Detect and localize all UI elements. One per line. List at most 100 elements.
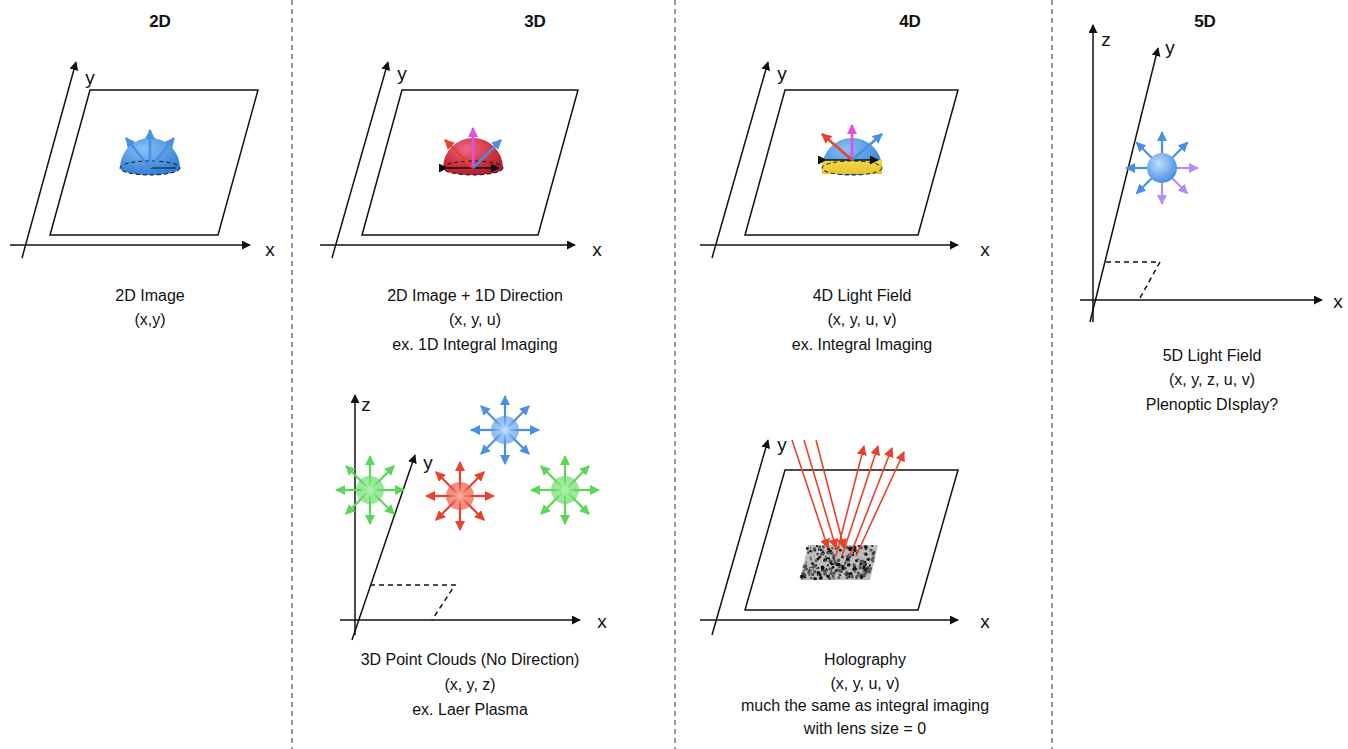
speckle-dot xyxy=(823,572,827,576)
speckle-dot xyxy=(803,570,805,572)
speckle-dot xyxy=(839,549,842,552)
axes xyxy=(1080,25,1322,322)
speckle-dot xyxy=(853,566,856,569)
column-heading: 3D xyxy=(524,12,546,32)
speckle-dot xyxy=(864,545,868,549)
speckle-dot xyxy=(869,565,871,567)
caption-text: 5D Light Field xyxy=(1163,347,1262,365)
caption-text: ex. 1D Integral Imaging xyxy=(392,336,557,354)
speckle-dot xyxy=(844,573,845,574)
speckle-dot xyxy=(832,566,835,569)
caption-text: with lens size = 0 xyxy=(804,720,926,738)
axis-label: x xyxy=(265,239,275,261)
axis-label: y xyxy=(777,434,787,456)
speckle-dot xyxy=(823,560,825,562)
caption-text: much the same as integral imaging xyxy=(741,697,989,715)
speckle-dot xyxy=(867,566,868,567)
speckle-dot xyxy=(813,548,815,550)
speckle-dot xyxy=(809,567,811,569)
speckle-dot xyxy=(806,547,809,550)
speckle-dot xyxy=(862,571,863,572)
speckle-dot xyxy=(862,568,864,570)
speckle-dot xyxy=(821,549,823,551)
speckle-dot xyxy=(855,559,858,562)
caption-text: (x, y, u, v) xyxy=(827,311,896,329)
speckle-dot xyxy=(808,552,810,554)
speckle-dot xyxy=(837,559,841,563)
speckle-dot xyxy=(846,546,847,547)
speckle-dot xyxy=(817,572,819,574)
speckle-dot xyxy=(816,545,818,547)
speckle-dot xyxy=(860,563,862,565)
speckle-dot xyxy=(847,565,848,566)
speckle-dot xyxy=(814,564,817,567)
speckle-dot xyxy=(840,570,843,573)
speckle-dot xyxy=(833,560,836,563)
speckle-dot xyxy=(864,545,867,548)
light-point xyxy=(1126,132,1198,204)
speckle-dot xyxy=(857,575,859,577)
axes xyxy=(10,62,258,258)
hemisphere xyxy=(443,128,503,175)
speckle-dot xyxy=(845,567,847,569)
speckle-dot xyxy=(857,558,859,560)
speckle-dot xyxy=(813,570,816,573)
speckle-dot xyxy=(864,553,867,556)
speckle-dot xyxy=(863,552,865,554)
speckle-dot xyxy=(832,554,835,557)
speckle-dot xyxy=(835,548,836,549)
speckle-dot xyxy=(832,557,835,560)
speckle-dot xyxy=(846,576,849,579)
column-heading: 5D xyxy=(1194,12,1216,32)
speckle-dot xyxy=(833,577,835,579)
speckle-dot xyxy=(818,549,820,551)
speckle-dot xyxy=(867,558,870,561)
caption-text: Holography xyxy=(824,651,906,669)
speckle-dot xyxy=(827,564,829,566)
speckle-dot xyxy=(813,547,816,550)
speckle-dot xyxy=(853,552,855,554)
speckle-dot xyxy=(846,557,849,560)
speckle-dot xyxy=(826,575,828,577)
light-point xyxy=(446,482,474,510)
speckle-dot xyxy=(826,557,828,559)
speckle-dot xyxy=(801,572,805,576)
speckle-dot xyxy=(869,564,871,566)
speckle-dot xyxy=(800,575,804,579)
speckle-dot xyxy=(804,564,808,568)
caption-text: (x, y, z, u, v) xyxy=(1169,371,1255,389)
caption-text: ex. Integral Imaging xyxy=(792,336,933,354)
speckle-dot xyxy=(870,549,873,552)
caption-text: (x, y, z) xyxy=(444,676,495,694)
speckle-dot xyxy=(824,569,827,572)
light-point xyxy=(551,476,579,504)
speckle-dot xyxy=(808,569,811,572)
speckle-dot xyxy=(811,573,814,576)
speckle-dot xyxy=(824,569,827,572)
axis-label: x xyxy=(592,239,602,261)
speckle-dot xyxy=(870,558,873,561)
speckle-dot xyxy=(872,552,873,553)
speckle-dot xyxy=(828,559,831,562)
speckle-dot xyxy=(828,577,831,580)
speckle-dot xyxy=(869,567,873,571)
speckle-dot xyxy=(844,562,847,565)
axis-label: z xyxy=(361,394,371,416)
speckle-dot xyxy=(830,571,833,574)
speckle-dot xyxy=(838,576,841,579)
speckle-dot xyxy=(858,566,862,570)
speckle-dot xyxy=(818,546,821,549)
speckle-dot xyxy=(810,577,813,580)
axes xyxy=(340,395,580,640)
speckle-dot xyxy=(821,571,822,572)
axis-label: x xyxy=(980,239,990,261)
hologram-pattern xyxy=(800,545,878,581)
speckle-dot xyxy=(817,571,821,575)
speckle-dot xyxy=(838,574,839,575)
speckle-dot xyxy=(816,568,817,569)
speckle-dot xyxy=(824,560,826,562)
caption-text: (x, y, u) xyxy=(449,311,501,329)
speckle-dot xyxy=(800,575,804,579)
speckle-dot xyxy=(845,571,848,574)
speckle-dot xyxy=(803,577,805,579)
